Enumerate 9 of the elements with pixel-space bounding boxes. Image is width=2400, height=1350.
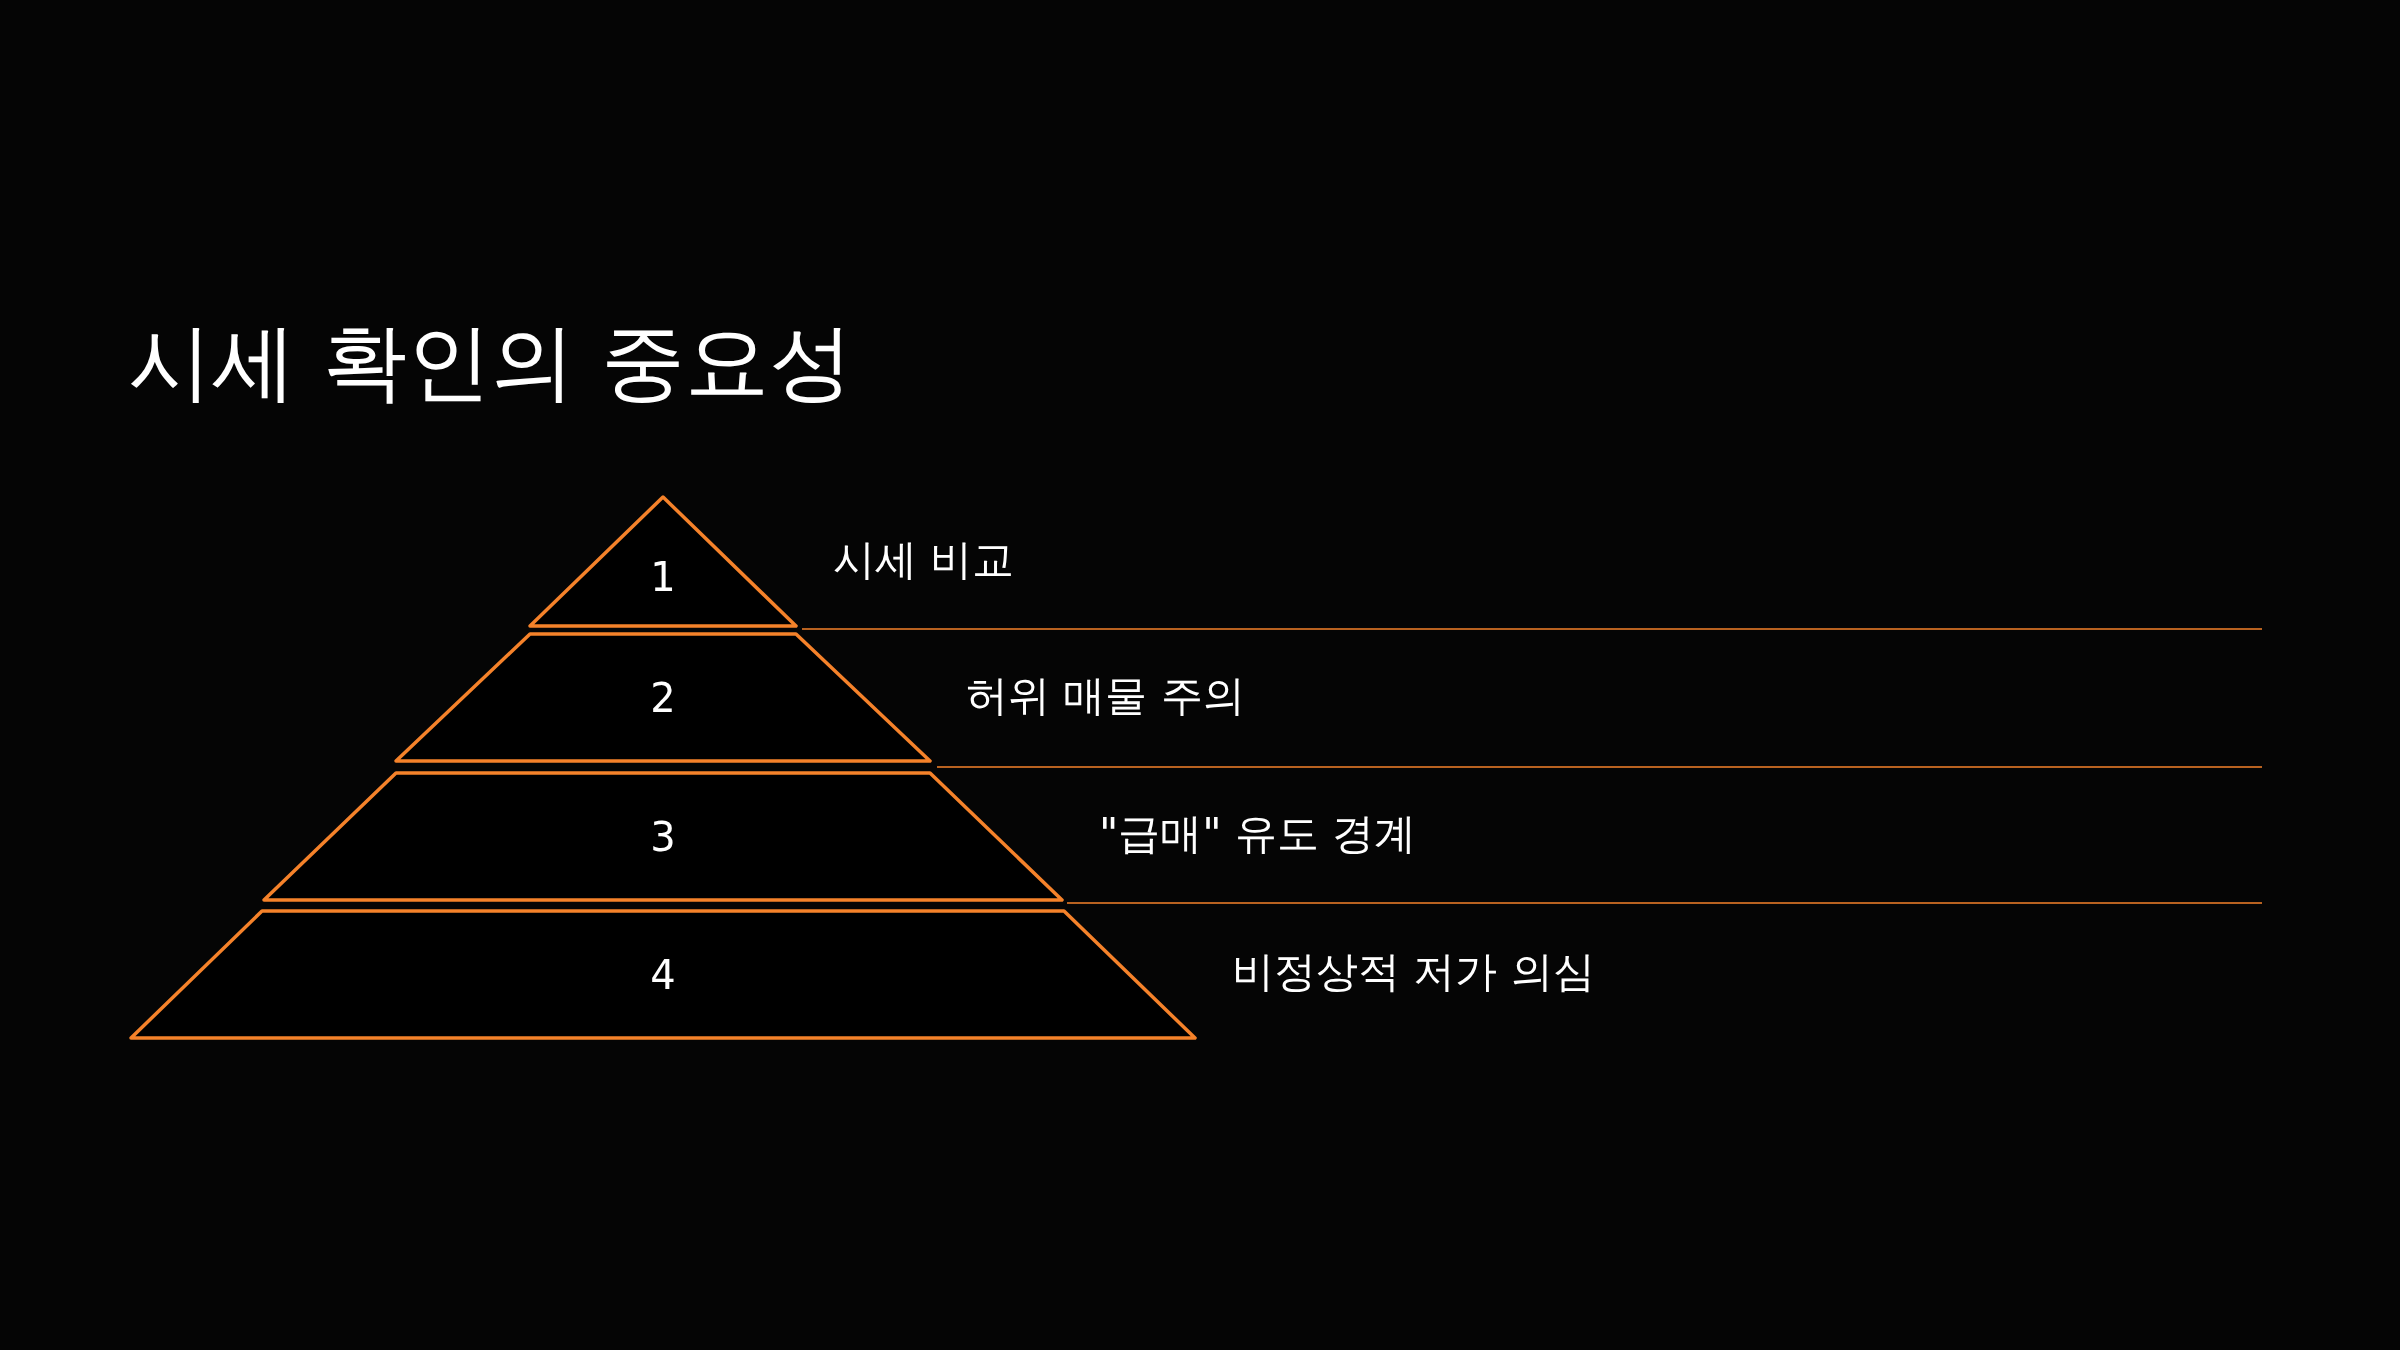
layer-label: "급매" 유도 경계 — [1099, 813, 1417, 855]
layer-label: 허위 매물 주의 — [966, 675, 1245, 717]
layer-number: 3 — [650, 816, 676, 857]
layer-number: 4 — [650, 954, 676, 995]
slide-title: 시세 확인의 중요성 — [128, 312, 854, 413]
layer-number: 1 — [650, 556, 676, 597]
layer-number: 2 — [650, 677, 676, 718]
layer-label: 비정상적 저가 의심 — [1232, 951, 1595, 993]
layer-label: 시세 비교 — [833, 539, 1015, 581]
